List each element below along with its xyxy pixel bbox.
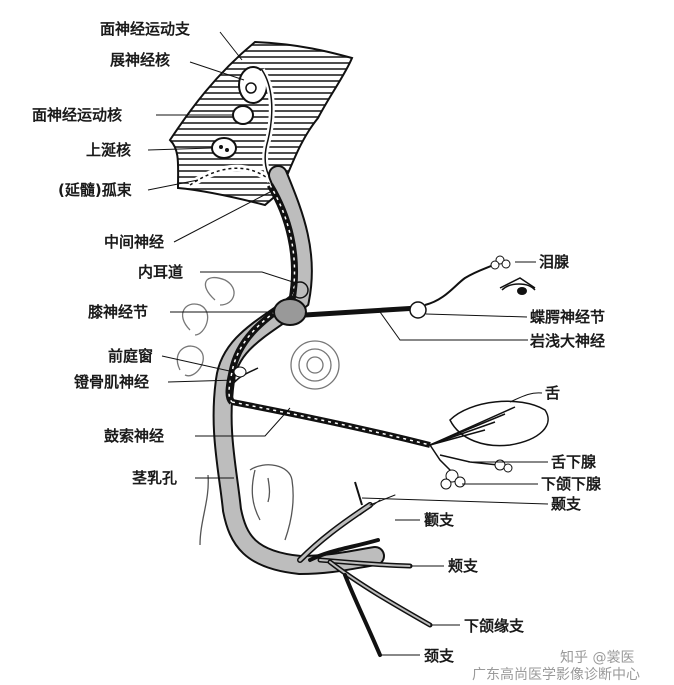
greater-petrosal-nerve — [305, 308, 418, 315]
label-intermediate-nerve: 中间神经 — [104, 233, 164, 251]
label-facial-motor-nucleus: 面神经运动核 — [32, 106, 122, 124]
label-internal-acoustic-meatus: 内耳道 — [138, 263, 183, 281]
label-submandibular-gland: 下颌下腺 — [541, 475, 601, 493]
peripheral-branches — [300, 495, 430, 655]
geniculate-ganglion — [274, 299, 306, 325]
submandibular-gland-shape — [441, 470, 465, 489]
label-facial-motor-branch: 面神经运动支 — [100, 20, 190, 38]
label-stapedius-nerve: 镫骨肌神经 — [74, 373, 149, 391]
label-abducens-nucleus: 展神经核 — [110, 51, 170, 69]
label-marginal-mandibular-branch: 下颌缘支 — [464, 617, 524, 635]
label-pterygopalatine-ganglion: 蝶腭神经节 — [530, 308, 605, 326]
label-lacrimal-gland: 泪腺 — [539, 253, 569, 271]
eye-icon — [500, 278, 535, 295]
label-tongue: 舌 — [545, 384, 560, 402]
label-sublingual-gland: 舌下腺 — [551, 453, 596, 471]
lacrimal-branch — [425, 262, 500, 305]
label-geniculate-ganglion: 膝神经节 — [88, 303, 148, 321]
label-greater-petrosal-nerve: 岩浅大神经 — [530, 332, 605, 350]
label-buccal-branch: 颊支 — [448, 557, 478, 575]
label-zygomatic-branch: 颧支 — [424, 511, 454, 529]
label-chorda-tympani: 鼓索神经 — [104, 427, 164, 445]
label-vestibular-window: 前庭窗 — [108, 347, 153, 365]
watermark-line2: 广东高尚医学影像诊断中心 — [472, 664, 640, 684]
label-stylomastoid-foramen: 茎乳孔 — [132, 469, 177, 487]
label-cervical-branch: 颈支 — [424, 647, 454, 665]
label-superior-salivatory-nucleus: 上涎核 — [86, 141, 131, 159]
tongue-shape — [430, 401, 548, 445]
label-solitary-tract: (延髓)孤束 — [58, 181, 132, 199]
label-temporal-branch: 颞支 — [551, 495, 581, 513]
lacrimal-gland-shape — [491, 256, 510, 269]
